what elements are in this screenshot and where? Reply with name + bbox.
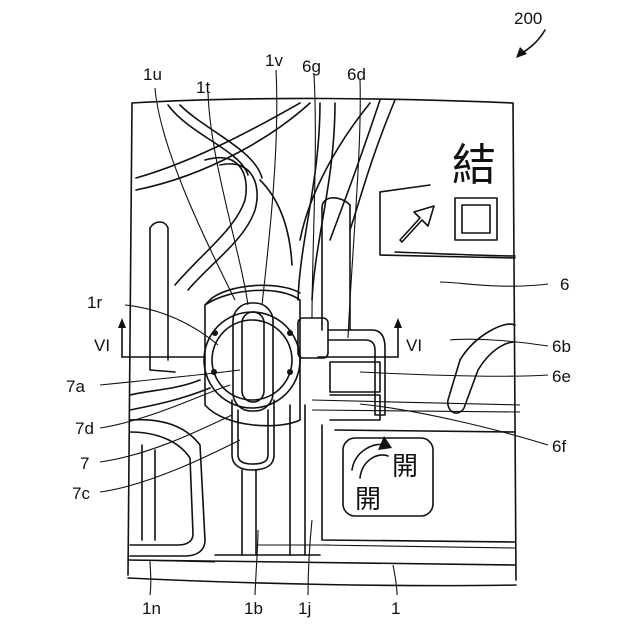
figure-number: 200 bbox=[514, 9, 542, 28]
label-7: 7 bbox=[80, 454, 89, 473]
label-1: 1 bbox=[391, 599, 400, 618]
lower-kanji-a: 開 bbox=[392, 452, 418, 482]
lower-kanji-b: 開 bbox=[355, 485, 381, 515]
label-6f: 6f bbox=[552, 437, 566, 456]
section-label-right: VI bbox=[406, 336, 422, 355]
label-1r: 1r bbox=[87, 293, 102, 312]
label-1u: 1u bbox=[143, 65, 162, 84]
label-6b: 6b bbox=[552, 337, 571, 356]
label-6e: 6e bbox=[552, 367, 571, 386]
figure-arrow bbox=[516, 30, 545, 58]
label-6: 6 bbox=[560, 275, 569, 294]
lower-right-panel: 開 開 bbox=[322, 425, 515, 542]
label-1b: 1b bbox=[244, 599, 263, 618]
section-mark-right: VI bbox=[318, 318, 422, 357]
label-1t: 1t bbox=[196, 78, 210, 97]
label-1n: 1n bbox=[142, 599, 161, 618]
section-label-left: VI bbox=[94, 336, 110, 355]
knob-lever[interactable] bbox=[232, 303, 274, 470]
label-1j: 1j bbox=[298, 599, 311, 618]
right-slot bbox=[448, 324, 515, 413]
label-7d: 7d bbox=[75, 419, 94, 438]
dial-ring[interactable] bbox=[204, 285, 300, 425]
upper-kanji: 結 bbox=[452, 140, 496, 191]
label-6d: 6d bbox=[347, 65, 366, 84]
label-6g: 6g bbox=[302, 57, 321, 76]
label-7a: 7a bbox=[66, 377, 85, 396]
label-7c: 7c bbox=[72, 484, 90, 503]
slider-body[interactable] bbox=[312, 198, 520, 420]
upper-right-panel: 結 bbox=[380, 140, 515, 258]
label-1v: 1v bbox=[265, 51, 283, 70]
